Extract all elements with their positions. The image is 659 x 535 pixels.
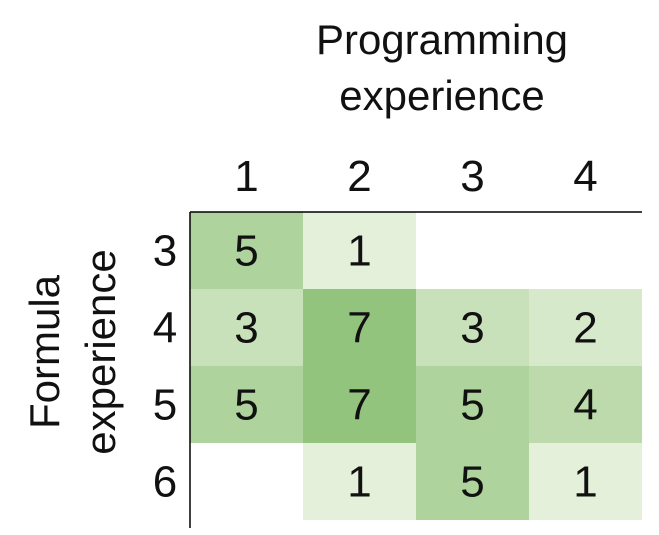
x-tick-label: 1	[234, 152, 258, 201]
heatmap-cell	[190, 366, 303, 443]
cell-value-label: 7	[347, 304, 371, 353]
y-tick-label: 3	[153, 227, 177, 276]
cell-value-label: 2	[573, 304, 597, 353]
y-tick-label: 5	[153, 381, 177, 430]
heatmap-cell	[529, 289, 642, 366]
x-tick-label: 4	[573, 152, 597, 201]
x-tick-label: 2	[347, 152, 371, 201]
heatmap-cell	[303, 212, 416, 289]
heatmap-cell	[190, 212, 303, 289]
x-tick-label: 3	[460, 152, 484, 201]
heatmap-cell	[529, 366, 642, 443]
cell-value-label: 5	[460, 381, 484, 430]
y-tick-label: 4	[153, 304, 177, 353]
heatmap-cell	[303, 366, 416, 443]
heatmap-cell	[416, 289, 529, 366]
cell-value-label: 4	[573, 381, 597, 430]
cell-value-label: 3	[234, 304, 258, 353]
heatmap-cell	[303, 443, 416, 520]
cell-value-label: 1	[347, 227, 371, 276]
heatmap-cell	[416, 443, 529, 520]
cell-value-label: 5	[234, 381, 258, 430]
y-tick-label: 6	[153, 458, 177, 507]
heatmap-cell	[529, 443, 642, 520]
cell-value-label: 1	[347, 458, 371, 507]
heatmap-cell	[190, 289, 303, 366]
cell-value-label: 1	[573, 458, 597, 507]
x-axis-title: Programming experience	[315, 16, 569, 119]
cell-value-label: 7	[347, 381, 371, 430]
heatmap-cell	[303, 289, 416, 366]
cell-value-label: 3	[460, 304, 484, 353]
heatmap-cell	[416, 366, 529, 443]
cell-value-label: 5	[234, 227, 258, 276]
cell-value-label: 5	[460, 458, 484, 507]
